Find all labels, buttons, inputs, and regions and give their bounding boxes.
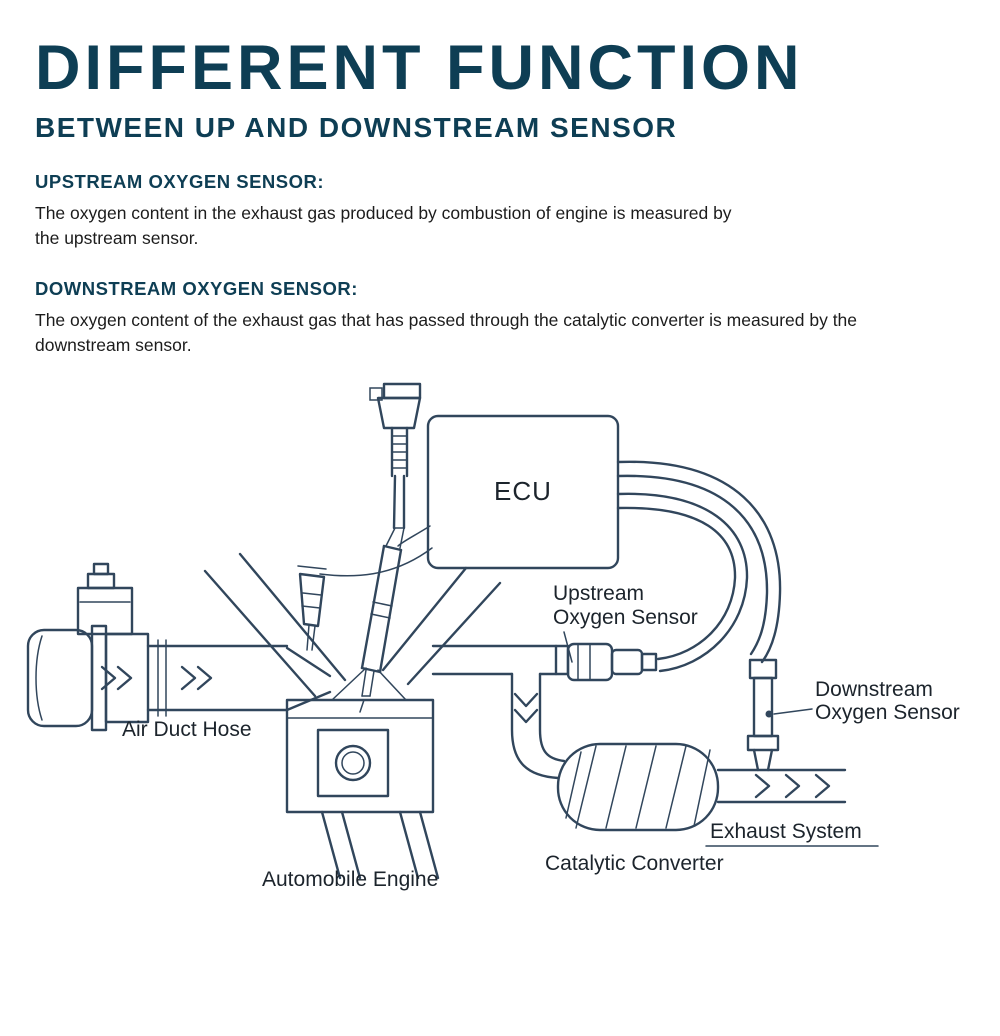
- upstream-sensor-section: UPSTREAM OXYGEN SENSOR: The oxygen conte…: [0, 171, 1000, 251]
- infographic: DIFFERENT FUNCTION BETWEEN UP AND DOWNST…: [0, 36, 1000, 1036]
- catalytic-converter-icon: [556, 742, 720, 831]
- air-duct-hose-label: Air Duct Hose: [122, 718, 252, 741]
- exhaust-system-label: Exhaust System: [710, 820, 862, 843]
- downstream-sensor-label-line2: Oxygen Sensor: [815, 701, 960, 724]
- upstream-sensor-label-line2: Oxygen Sensor: [553, 606, 698, 629]
- automobile-engine-label: Automobile Engine: [262, 868, 438, 891]
- upstream-o2-sensor-icon: [554, 642, 658, 681]
- upstream-section-heading: UPSTREAM OXYGEN SENSOR:: [35, 171, 325, 193]
- diagram-labels: Upstream Oxygen Sensor Downstream Oxygen…: [122, 582, 960, 891]
- ecu-box: ECU: [319, 414, 620, 577]
- engine-block: [285, 666, 440, 879]
- main-title: DIFFERENT FUNCTION: [35, 33, 804, 103]
- subtitle: BETWEEN UP AND DOWNSTREAM SENSOR: [35, 112, 678, 144]
- downstream-o2-sensor-icon: [746, 658, 813, 771]
- downstream-section-heading: DOWNSTREAM OXYGEN SENSOR:: [35, 277, 358, 299]
- engine-diagram-svg: ECU: [26, 382, 960, 891]
- intake-flow-arrow-2: [180, 665, 213, 690]
- intake-flow-arrow-1: [100, 665, 133, 690]
- catalytic-converter-label: Catalytic Converter: [545, 852, 724, 875]
- header: DIFFERENT FUNCTION BETWEEN UP AND DOWNST…: [0, 36, 1000, 144]
- upstream-section-body: The oxygen content in the exhaust gas pr…: [35, 203, 732, 249]
- exhaust-tailpipe: [705, 768, 879, 847]
- upstream-sensor-label-line1: Upstream: [553, 582, 644, 605]
- air-duct-hose: [146, 638, 289, 717]
- fuel-injector-icon: [297, 564, 327, 651]
- ecu-wiring-harness: [616, 460, 782, 672]
- maf-sensor: [26, 562, 150, 731]
- engine-diagram: ECU: [0, 378, 1000, 998]
- ignition-coil-icon: [369, 382, 422, 549]
- ecu-label: ECU: [494, 476, 552, 506]
- intake-manifold-runners: [203, 552, 502, 711]
- spark-plug-icon: [359, 544, 403, 713]
- exhaust-downpipe: [431, 644, 566, 779]
- downflow-arrow: [513, 692, 539, 723]
- downstream-sensor-section: DOWNSTREAM OXYGEN SENSOR: The oxygen con…: [0, 278, 1000, 358]
- downstream-sensor-label-line1: Downstream: [815, 678, 933, 701]
- downstream-section-body: The oxygen content of the exhaust gas th…: [35, 309, 858, 355]
